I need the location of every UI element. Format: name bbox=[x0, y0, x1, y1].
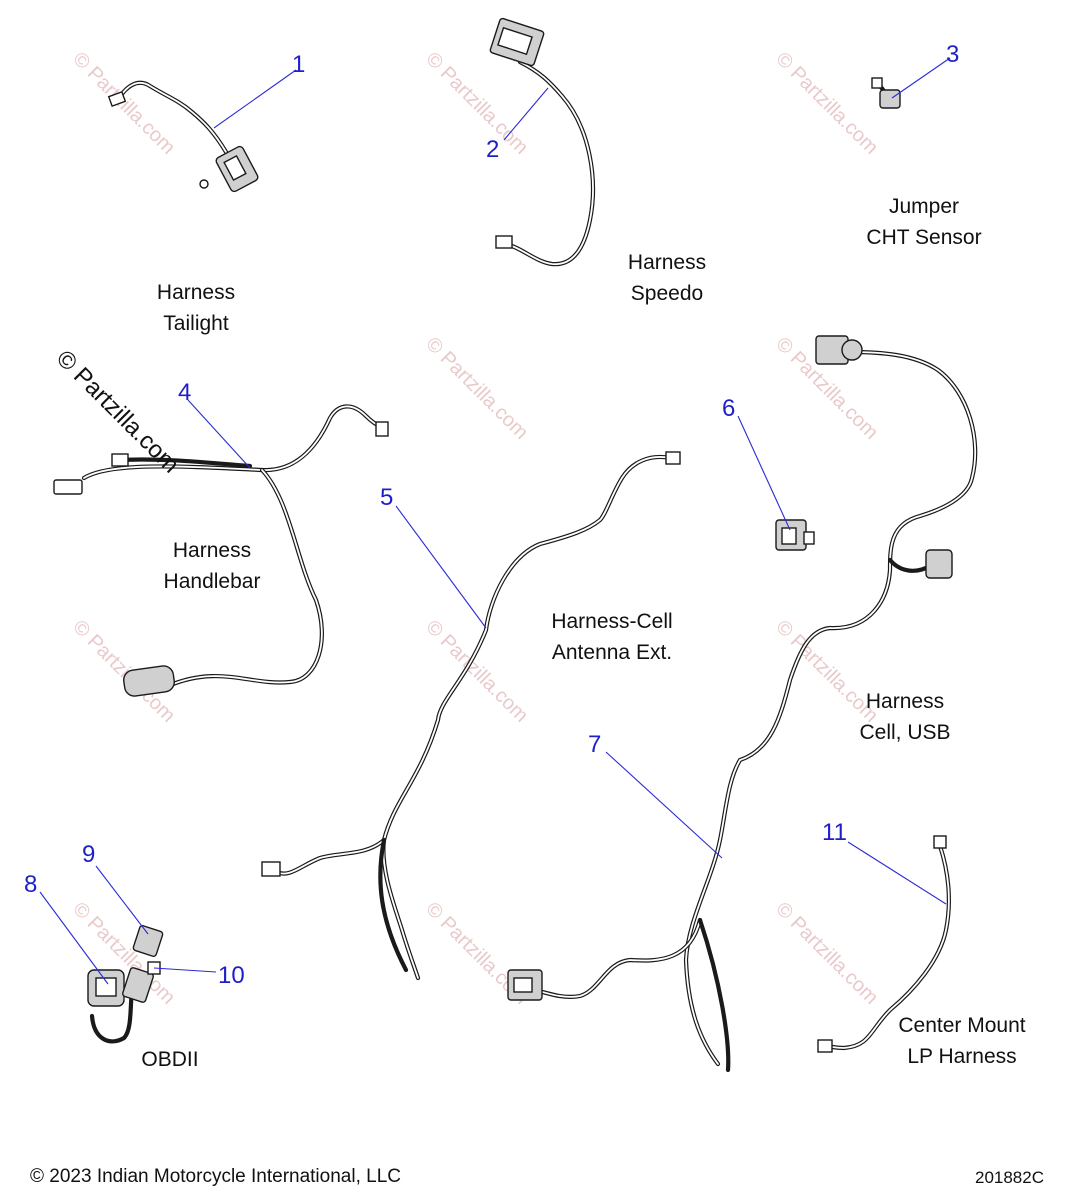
callout-5: 5 bbox=[380, 484, 393, 511]
label-line: Speedo bbox=[630, 282, 704, 305]
label-center-mount-lp-harness: Center Mount LP Harness bbox=[898, 1010, 1025, 1072]
leader-line-2 bbox=[503, 87, 549, 141]
callout-6: 6 bbox=[722, 395, 735, 422]
label-line: Harness bbox=[627, 251, 707, 274]
label-line: CHT Sensor bbox=[866, 226, 982, 249]
label-line: Antenna Ext. bbox=[551, 641, 673, 664]
watermark: © Partzilla.com bbox=[421, 333, 532, 444]
harness-speedo-drawing bbox=[489, 17, 596, 267]
leader-line-3 bbox=[891, 57, 951, 99]
watermarks: © Partzilla.com © Partzilla.com © Partzi… bbox=[68, 48, 882, 1009]
label-line: Handlebar bbox=[163, 570, 261, 593]
label-line: Harness bbox=[172, 539, 252, 562]
callout-9: 9 bbox=[82, 841, 95, 868]
leader-line-4 bbox=[187, 399, 251, 469]
label-line: Jumper bbox=[888, 195, 960, 218]
label-obdii: OBDII bbox=[141, 1044, 198, 1075]
callout-4: 4 bbox=[178, 379, 191, 406]
jumper-cht-sensor-drawing bbox=[871, 77, 901, 109]
callout-2: 2 bbox=[486, 136, 499, 163]
leader-lines bbox=[39, 57, 951, 985]
label-line: Harness bbox=[865, 690, 945, 713]
leader-line-6 bbox=[737, 415, 791, 531]
diagram-id: 201882C bbox=[974, 1168, 1044, 1187]
watermark: © Partzilla.com bbox=[68, 48, 179, 159]
callout-1: 1 bbox=[292, 51, 305, 78]
label-harness-tailight: Harness Tailight bbox=[157, 277, 235, 339]
label-line: Cell, USB bbox=[859, 721, 951, 744]
label-harness-cell-antenna: Harness-Cell Antenna Ext. bbox=[551, 606, 672, 668]
leader-line-9 bbox=[95, 865, 149, 935]
leader-line-10 bbox=[153, 967, 217, 973]
leader-line-5 bbox=[395, 505, 487, 629]
copyright-text: © 2023 Indian Motorcycle International, … bbox=[30, 1166, 401, 1187]
watermark: © Partzilla.com bbox=[421, 48, 532, 159]
harness-tailight-drawing bbox=[107, 80, 259, 193]
leader-line-1 bbox=[213, 69, 297, 129]
leader-line-8 bbox=[39, 891, 109, 985]
callout-3: 3 bbox=[946, 41, 959, 68]
label-line: LP Harness bbox=[907, 1045, 1017, 1068]
harness-cell-usb-drawing bbox=[507, 335, 978, 1073]
leader-line-11 bbox=[847, 841, 947, 905]
center-mount-lp-harness-drawing bbox=[817, 835, 951, 1053]
label-line: Harness bbox=[156, 281, 236, 304]
leader-line-7 bbox=[605, 751, 723, 859]
label-line: Tailight bbox=[163, 312, 229, 335]
label-harness-speedo: Harness Speedo bbox=[628, 247, 706, 309]
obdii-drawing bbox=[87, 925, 164, 1044]
harness-handlebar-drawing bbox=[53, 404, 389, 697]
harness-cell-antenna-drawing bbox=[261, 451, 681, 981]
watermark: © Partzilla.com bbox=[771, 48, 882, 159]
watermark: © Partzilla.com bbox=[421, 616, 532, 727]
watermark: © Partzilla.com bbox=[771, 898, 882, 1009]
label-line: Center Mount bbox=[898, 1014, 1026, 1037]
callout-8: 8 bbox=[24, 871, 37, 898]
label-harness-handlebar: Harness Handlebar bbox=[164, 535, 261, 597]
label-line: OBDII bbox=[141, 1048, 199, 1071]
callout-10: 10 bbox=[218, 962, 245, 989]
callouts: 1 2 3 4 5 6 7 8 9 10 11 bbox=[24, 41, 959, 989]
label-line: Harness-Cell bbox=[551, 610, 673, 633]
label-jumper-cht-sensor: Jumper CHT Sensor bbox=[866, 191, 981, 253]
part-6-drawing bbox=[775, 519, 815, 551]
label-harness-cell-usb: Harness Cell, USB bbox=[859, 686, 950, 748]
callout-7: 7 bbox=[588, 731, 601, 758]
callout-11: 11 bbox=[822, 819, 847, 846]
